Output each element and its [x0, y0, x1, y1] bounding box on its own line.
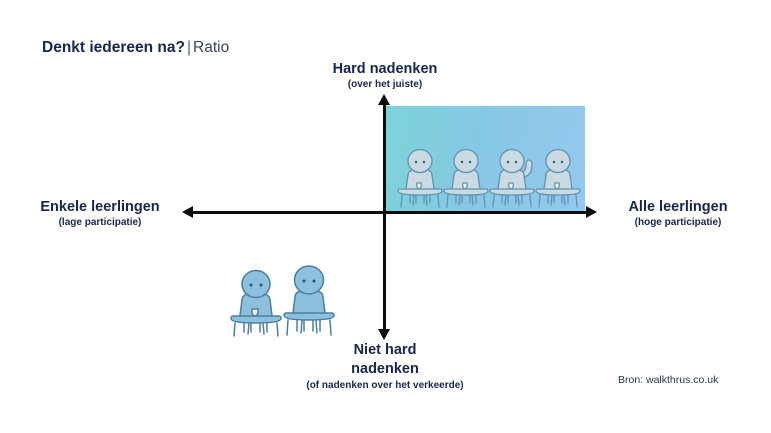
page-title-bold: Denkt iedereen na?: [42, 39, 185, 56]
axis-label-right-main: Alle leerlingen: [628, 199, 728, 215]
axis-label-top-main: Hard nadenken: [332, 61, 438, 77]
page-title: Denkt iedereen na?|Ratio: [42, 38, 229, 58]
pupil-figure: [281, 263, 337, 336]
axis-label-top: Hard nadenken (over het juiste): [285, 60, 485, 92]
axis-label-bottom-sub: (of nadenken over het verkeerde): [306, 380, 464, 391]
vertical-axis-line: [383, 100, 386, 336]
source-attribution: Bron: walkthrus.co.uk: [618, 374, 719, 386]
page-title-light: Ratio: [193, 39, 230, 56]
axis-label-left: Enkele leerlingen (lage participatie): [20, 198, 180, 230]
axis-label-bottom-main-line2: nadenken: [351, 361, 419, 377]
pupil-figure-hand-raised: [488, 147, 544, 208]
axis-label-bottom-main-line1: Niet hard: [353, 342, 417, 358]
pupil-figure: [228, 268, 284, 337]
axis-label-right-sub: (hoge participatie): [634, 217, 722, 228]
page-title-separator: |: [187, 39, 192, 56]
arrow-right-icon: [586, 206, 597, 218]
pupil-figure: [534, 147, 582, 208]
axis-label-left-sub: (lage participatie): [58, 217, 142, 228]
arrow-left-icon: [182, 206, 193, 218]
arrow-up-icon: [378, 94, 390, 105]
axis-label-bottom: Niet hard nadenken (of nadenken over het…: [285, 341, 485, 393]
axis-label-right: Alle leerlingen (hoge participatie): [598, 198, 758, 230]
horizontal-axis-line: [192, 211, 587, 214]
pupil-figure: [396, 147, 444, 208]
axis-label-top-sub: (over het juiste): [347, 79, 423, 90]
arrow-down-icon: [378, 329, 390, 340]
pupil-figure: [442, 147, 490, 208]
axis-label-left-main: Enkele leerlingen: [40, 199, 160, 215]
